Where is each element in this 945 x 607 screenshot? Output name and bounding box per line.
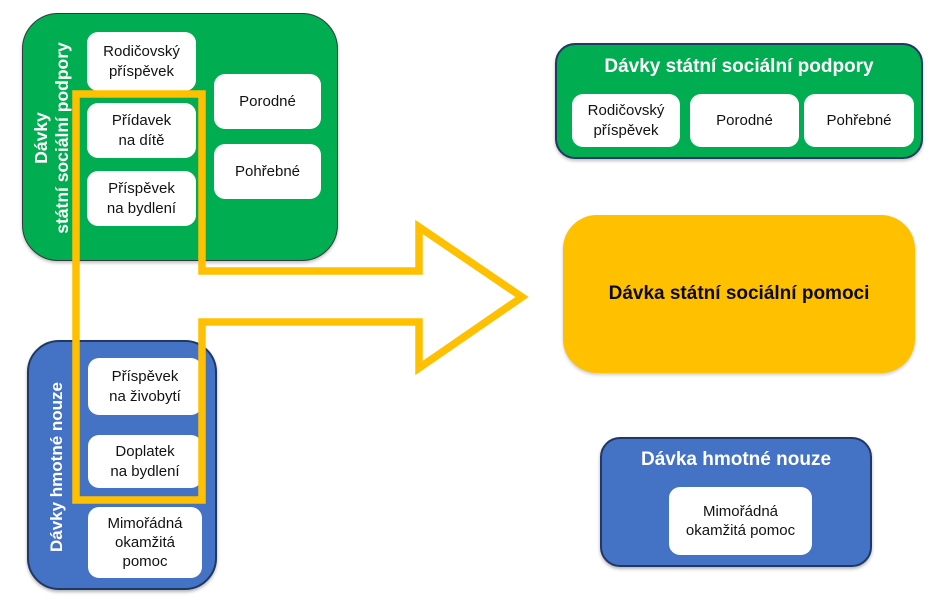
panel-title-vertical: Dávky hmotné nouze xyxy=(47,381,66,553)
panel-title: Dávka hmotné nouze xyxy=(640,449,832,470)
panel-state-social-support-new: Dávky státní sociální podpory Rodičovský… xyxy=(555,43,923,159)
benefit-item-prispevek-na-zivobyti: Příspěvek na živobytí xyxy=(88,358,202,415)
benefit-item-porodne: Porodné xyxy=(690,94,799,147)
panel-title: Dávky státní sociální podpory xyxy=(604,56,874,77)
benefit-item-rodicovsky-prispevek: Rodičovský příspěvek xyxy=(572,94,680,147)
benefit-item-doplatek-na-bydleni: Doplatek na bydlení xyxy=(88,435,202,488)
benefit-item-prispevek-na-bydleni: Příspěvek na bydlení xyxy=(87,171,196,226)
benefit-item-mimoradna-okamzita-pomoc: Mimořádná okamžitá pomoc xyxy=(669,487,812,555)
panel-title-vertical: Dávky státní sociální podpory xyxy=(31,42,73,234)
panel-title: Dávka státní sociální pomoci xyxy=(608,283,870,304)
benefit-item-pridavek-na-dite: Přídavek na dítě xyxy=(87,103,196,158)
panel-material-need-new: Dávka hmotné nouze Mimořádná okamžitá po… xyxy=(600,437,872,567)
benefit-item-porodne: Porodné xyxy=(214,74,321,129)
benefit-item-mimoradna-okamzita-pomoc: Mimořádná okamžitá pomoc xyxy=(88,507,202,578)
panel-state-social-support-old: Dávky státní sociální podpory Rodičovský… xyxy=(22,13,338,261)
panel-merged-benefit: Dávka státní sociální pomoci xyxy=(563,215,915,373)
panel-material-need-old: Dávky hmotné nouze Příspěvek na živobytí… xyxy=(27,340,217,590)
benefit-item-pohrebne: Pohřebné xyxy=(214,144,321,199)
benefit-item-rodicovsky-prispevek: Rodičovský příspěvek xyxy=(87,32,196,91)
benefit-item-pohrebne: Pohřebné xyxy=(804,94,914,147)
